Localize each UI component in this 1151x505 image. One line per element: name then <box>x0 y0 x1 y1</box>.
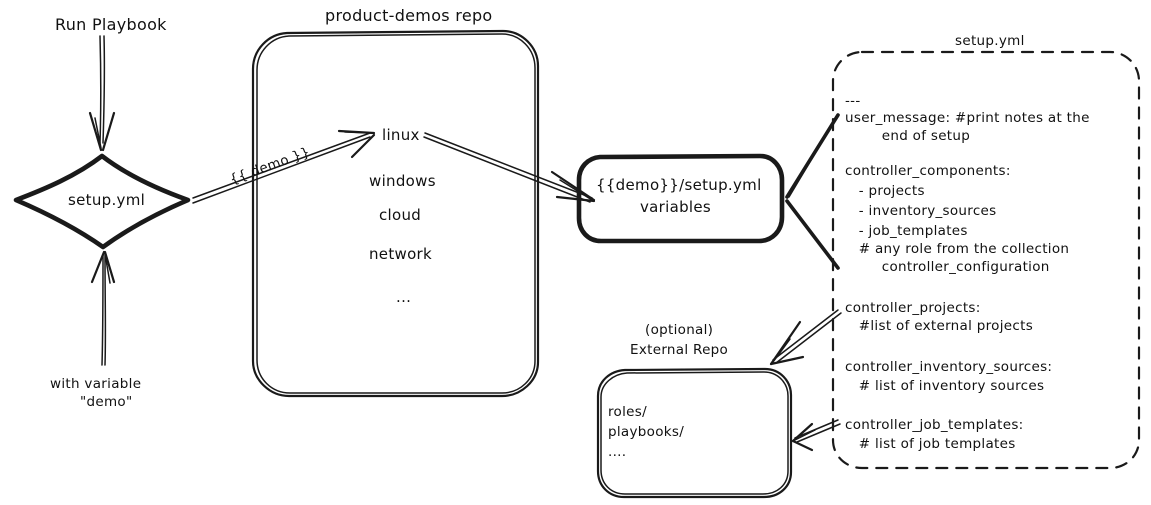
demo-variable-arrow <box>192 129 376 204</box>
run-playbook-label: Run Playbook <box>55 15 167 34</box>
repo-item-ellipsis: ... <box>396 288 411 306</box>
setup-yml-line-2: end of setup <box>845 128 970 144</box>
repo-item-network: network <box>369 245 432 263</box>
setup-yml-line-18: # list of job templates <box>845 436 1016 452</box>
setup-yml-line-15: # list of inventory sources <box>845 378 1044 394</box>
with-variable-arrow <box>90 250 116 366</box>
setup-yml-line-12: #list of external projects <box>845 318 1033 334</box>
setup-yml-box-title: setup.yml <box>955 33 1025 49</box>
setup-yml-decision-shape <box>13 153 191 250</box>
variables-box-line2: variables <box>640 198 711 216</box>
projects-to-external-repo-arrow <box>769 309 842 366</box>
product-demos-repo-title: product-demos repo <box>325 6 493 25</box>
setup-to-variables-connector <box>785 113 840 270</box>
setup-yml-line-7: - job_templates <box>845 223 968 239</box>
setup-yml-line-14: controller_inventory_sources: <box>845 359 1052 375</box>
product-demos-repo-box <box>251 29 540 398</box>
external-repo-title-line1: (optional) <box>645 322 713 338</box>
setup-yml-line-5: - projects <box>845 183 925 199</box>
with-variable-label-line2: "demo" <box>80 394 133 410</box>
setup-yml-line-11: controller_projects: <box>845 300 981 316</box>
external-repo-title-line2: External Repo <box>630 342 728 358</box>
external-repo-item-ellipsis: .... <box>608 444 626 460</box>
setup-yml-line-8: # any role from the collection <box>845 241 1069 257</box>
setup-yml-line-0: --- <box>845 93 861 109</box>
setup-yml-line-17: controller_job_templates: <box>845 417 1024 433</box>
repo-item-windows: windows <box>369 172 436 190</box>
external-repo-box <box>596 367 793 499</box>
job-templates-to-external-repo-arrow <box>791 419 841 452</box>
variables-box-line1: {{demo}}/setup.yml <box>596 176 762 194</box>
setup-yml-decision-label: setup.yml <box>68 191 145 209</box>
setup-yml-line-4: controller_components: <box>845 163 1011 179</box>
setup-yml-line-1: user_message: #print notes at the <box>845 110 1090 126</box>
with-variable-label-line1: with variable <box>50 376 141 392</box>
external-repo-item-roles: roles/ <box>608 404 647 420</box>
repo-item-linux: linux <box>382 126 420 144</box>
setup-yml-line-9: controller_configuration <box>845 259 1050 275</box>
run-playbook-arrow <box>88 35 116 152</box>
repo-item-cloud: cloud <box>379 206 421 224</box>
variables-box <box>576 153 785 244</box>
linux-to-variables-arrow <box>423 132 596 203</box>
demo-edge-label: {{ demo }} <box>228 144 313 188</box>
setup-yml-line-6: - inventory_sources <box>845 203 997 219</box>
external-repo-item-playbooks: playbooks/ <box>608 424 684 440</box>
